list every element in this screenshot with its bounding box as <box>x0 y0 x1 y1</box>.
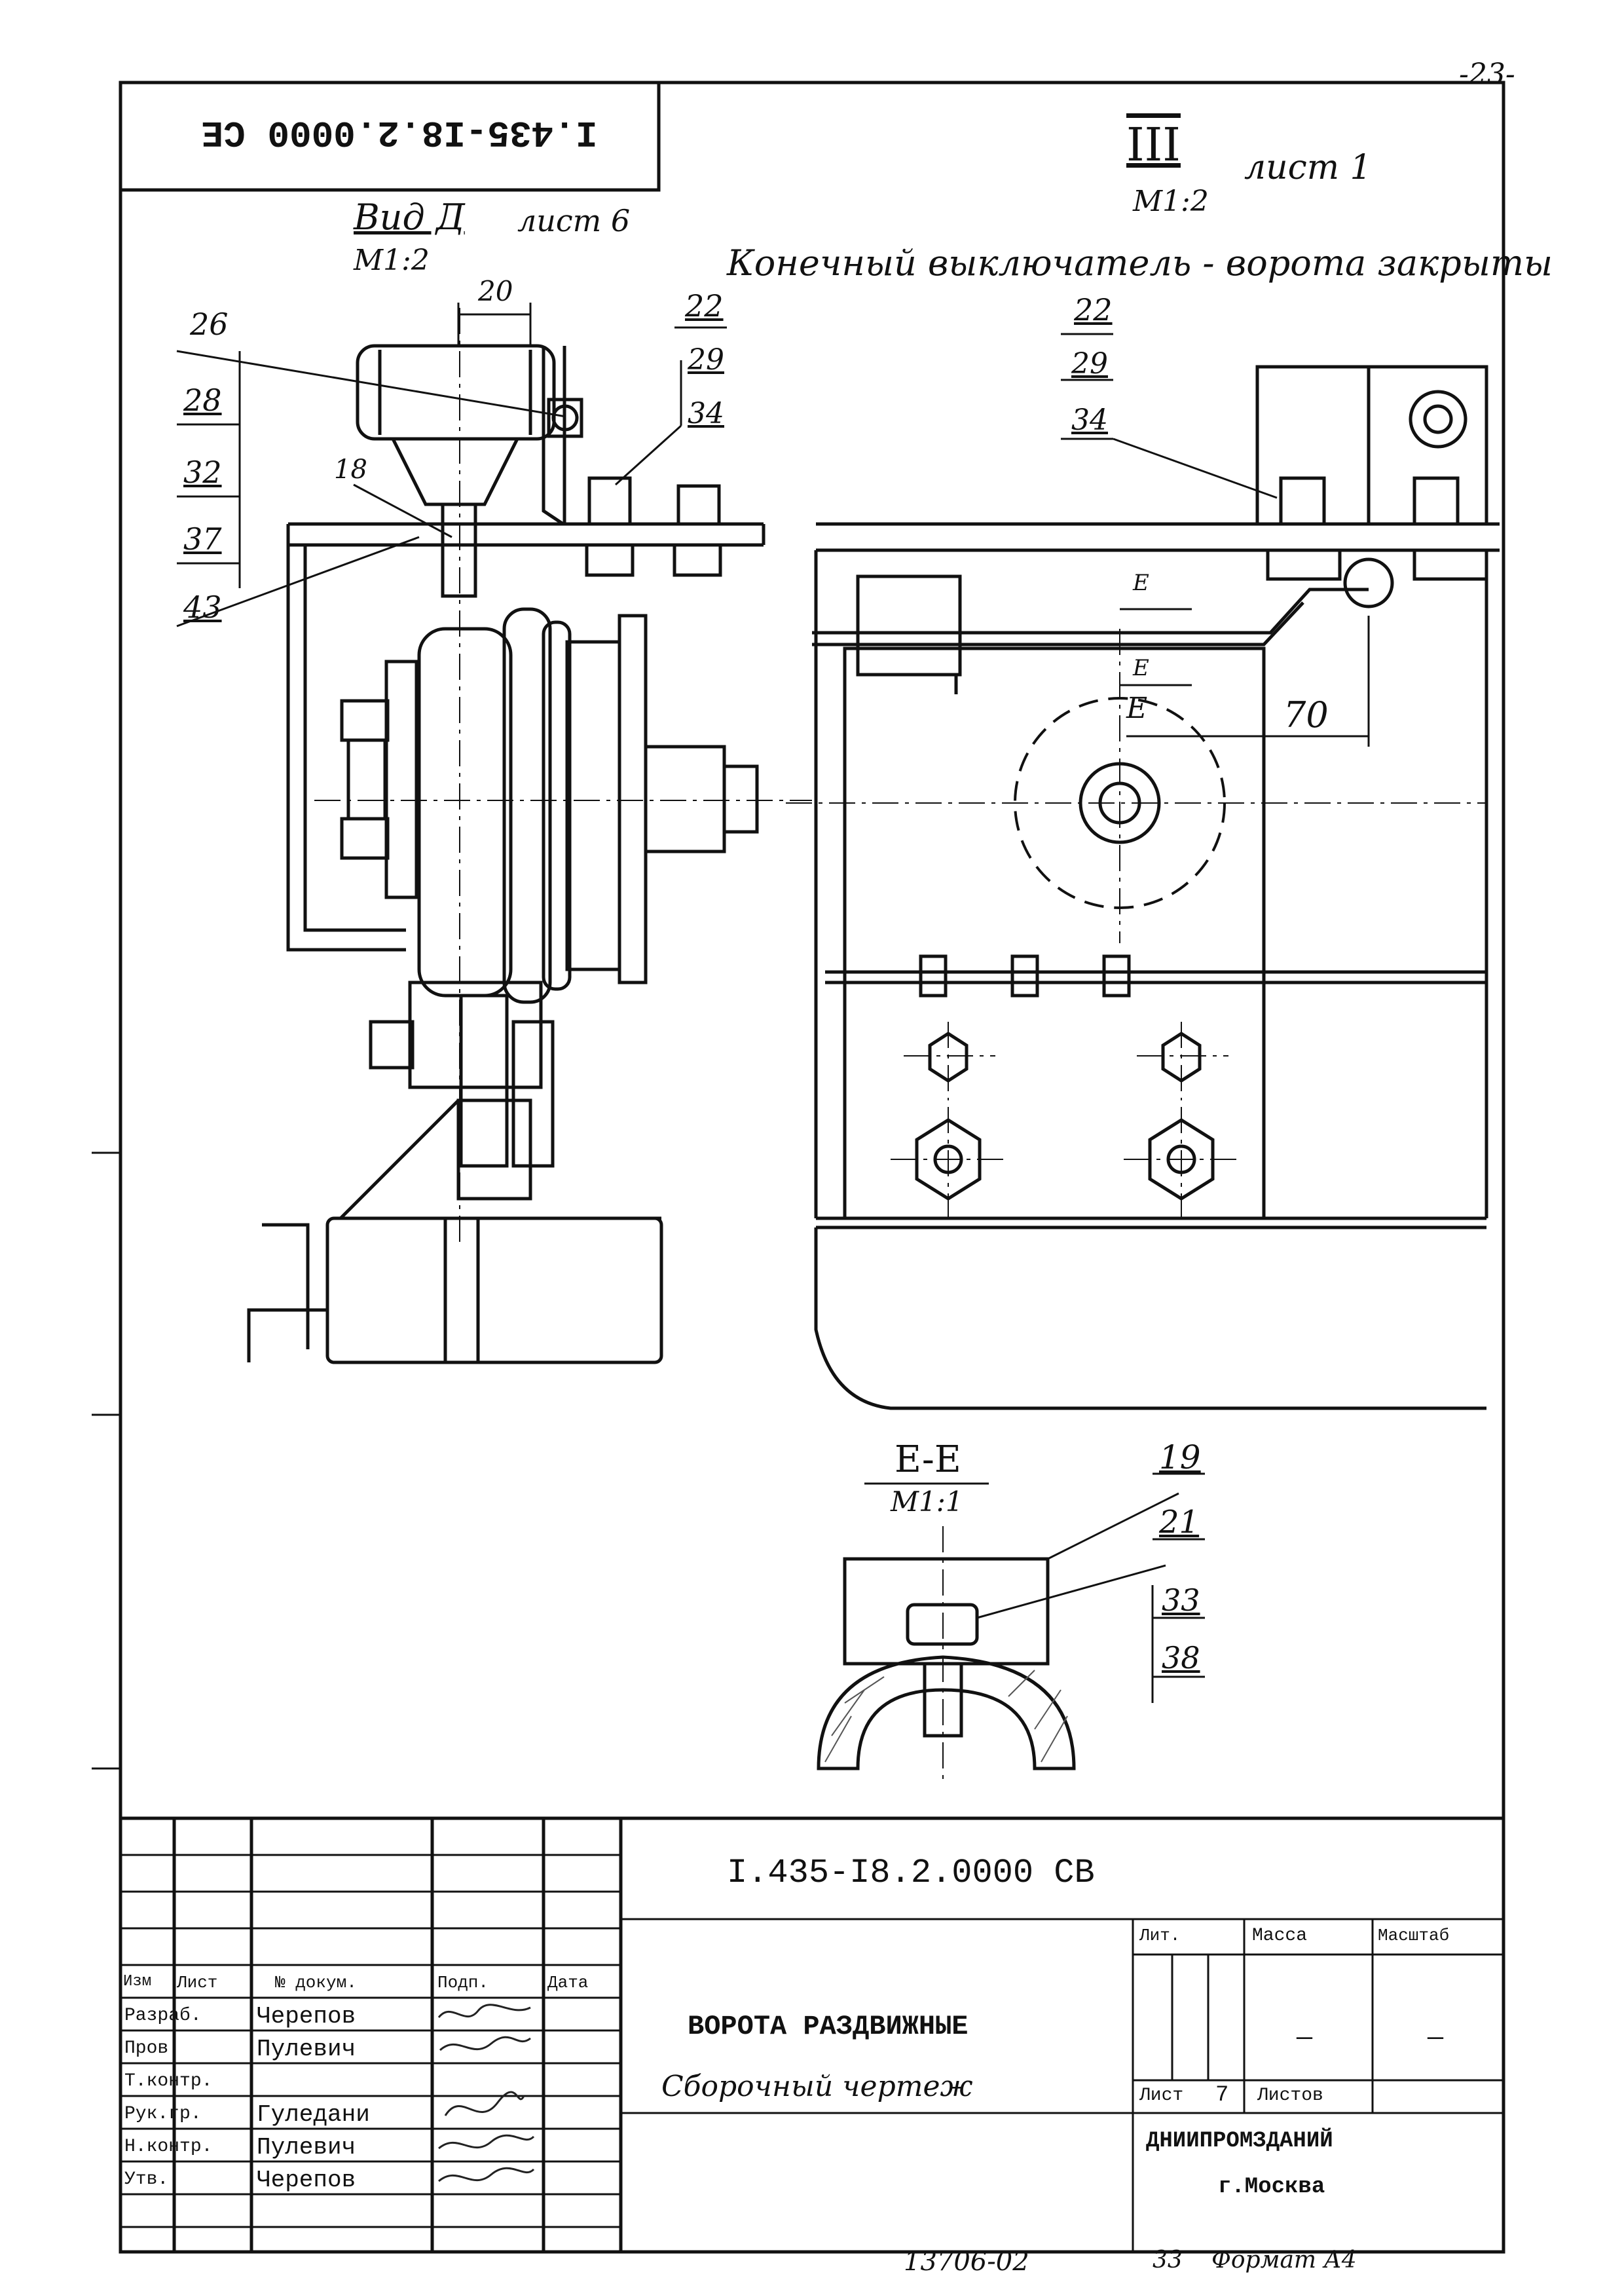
top-stamp-code: I.435-I8.2.0000 CE <box>201 111 598 153</box>
name-ruk-gr: Гуледани <box>257 2101 370 2128</box>
callout-29-left: 29 <box>688 343 724 377</box>
role-prov: Пров. <box>124 2038 180 2059</box>
sheets-label: Листов <box>1257 2086 1323 2106</box>
footer-format: Формат А4 <box>1211 2247 1357 2273</box>
callout-26: 26 <box>190 307 229 342</box>
view-iii-scale: M1:2 <box>1133 185 1209 218</box>
view-d-linework <box>247 344 766 1364</box>
role-utv: Утв. <box>124 2169 169 2190</box>
callout-38: 38 <box>1162 1640 1200 1675</box>
role-ruk-gr: Рук.гр. <box>124 2104 202 2124</box>
sheet-label: Лист <box>1139 2086 1184 2106</box>
header-doc-no: № докум. <box>275 1973 357 1992</box>
view-d-scale: M1:2 <box>354 244 430 277</box>
title-block-org: ДНИИПРОМЗДАНИЙ <box>1146 2129 1333 2154</box>
lit-label: Лит. <box>1139 1926 1181 1945</box>
view-iii-linework <box>812 365 1500 1410</box>
role-tkontr: Т.контр. <box>124 2071 213 2091</box>
section-ee-linework <box>817 1557 1076 1770</box>
section-ee-title: E-E <box>895 1438 961 1481</box>
name-prov: Пулевич <box>257 2036 356 2063</box>
scale-label: Масштаб <box>1378 1926 1450 1945</box>
section-ee-scale: M1:1 <box>891 1486 963 1518</box>
title-block-doc-code: I.435-I8.2.0000 CB <box>727 1854 1095 1892</box>
scale-value: — <box>1428 2024 1444 2053</box>
section-mark-mid: E <box>1133 655 1149 681</box>
header-izm: Изм <box>123 1973 152 1991</box>
callout-43: 43 <box>183 589 222 625</box>
view-iii-subtitle: Конечный выключатель - ворота закрыты <box>727 242 1553 284</box>
callout-37: 37 <box>183 521 222 557</box>
callout-32: 32 <box>183 455 222 490</box>
view-iii-sheet-ref: лист 1 <box>1244 148 1372 187</box>
name-utv: Черепов <box>257 2167 356 2194</box>
callout-19: 19 <box>1159 1438 1201 1476</box>
callout-33: 33 <box>1162 1582 1200 1618</box>
header-date: Дата <box>547 1973 589 1992</box>
footer-inv-number: 13706-02 <box>904 2247 1029 2277</box>
role-razrab: Разраб. <box>124 2006 202 2026</box>
page-number: -23- <box>1459 58 1515 91</box>
callout-29-right: 29 <box>1071 347 1108 381</box>
dim-70: 70 <box>1283 694 1329 736</box>
top-stamp-box <box>119 81 661 192</box>
signature-scribbles <box>437 2004 535 2182</box>
mass-value: — <box>1297 2024 1313 2053</box>
title-block-grid <box>119 1816 1505 2254</box>
callout-22-left: 22 <box>685 288 724 324</box>
callout-22-right: 22 <box>1074 292 1113 327</box>
title-block-product-name: ВОРОТА РАЗДВИЖНЫЕ <box>688 2011 969 2042</box>
header-list: Лист <box>177 1973 218 1992</box>
mass-label: Масса <box>1252 1926 1308 1946</box>
callout-34-right: 34 <box>1071 403 1108 437</box>
title-block-city: г.Москва <box>1218 2175 1325 2199</box>
name-nkontr: Пулевич <box>257 2134 356 2161</box>
sheet-value: 7 <box>1215 2083 1229 2108</box>
name-razrab: Черепов <box>257 2003 356 2030</box>
callout-18: 18 <box>334 455 367 485</box>
role-nkontr: Н.контр. <box>124 2137 213 2157</box>
view-iii-title: III <box>1126 118 1181 172</box>
header-sign: Подп. <box>437 1973 489 1992</box>
callout-34-left: 34 <box>688 397 724 430</box>
view-d-title: Вид Д <box>354 196 465 238</box>
callout-28: 28 <box>183 383 222 418</box>
section-mark-top: E <box>1133 570 1149 596</box>
title-block-doc-type: Сборочный чертеж <box>661 2070 973 2103</box>
dim-20: 20 <box>478 275 513 307</box>
section-mark-e: E <box>1126 692 1148 725</box>
view-d-sheet-ref: лист 6 <box>517 203 631 238</box>
footer-copy-mark: 33 <box>1153 2247 1183 2273</box>
callout-21: 21 <box>1159 1504 1200 1541</box>
